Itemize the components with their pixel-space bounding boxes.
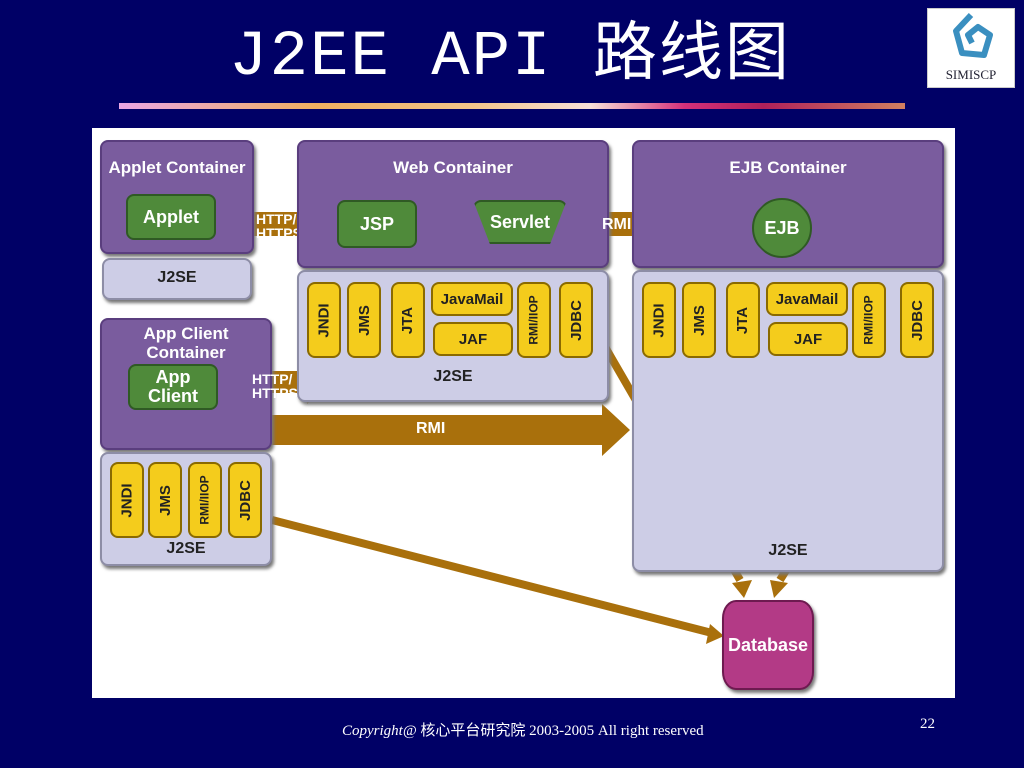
ejb-api-jdbc: JDBC (900, 282, 934, 358)
ejb-j2se: JNDI JMS JTA JavaMail JAF RMI/IIOP JDBC … (632, 270, 944, 572)
jsp-component: JSP (337, 200, 417, 248)
web-api-jaf: JAF (433, 322, 513, 356)
client-api-rmi-iiop: RMI/IIOP (188, 462, 222, 538)
app-client-j2se: JNDI JMS RMI/IIOP JDBC J2SE (100, 452, 272, 566)
applet-container-title: Applet Container (108, 158, 246, 177)
logo-text: SIMISCP (945, 67, 997, 82)
text-fragment: JDBC (236, 479, 254, 521)
text-fragment: JNDI (315, 302, 333, 338)
client-http-label: HTTP/HTTPS (252, 372, 298, 400)
ejb-api-javamail: JavaMail (766, 282, 848, 316)
web-api-javamail: JavaMail (431, 282, 513, 316)
ejb-api-jms: JMS (682, 282, 716, 358)
client-api-jms: JMS (148, 462, 182, 538)
text-fragment: JDBC (567, 299, 585, 341)
text-fragment: JAF (793, 330, 823, 348)
text-fragment: Container (146, 343, 226, 362)
ejb-api-jndi: JNDI (642, 282, 676, 358)
web-api-jdbc: JDBC (559, 282, 593, 358)
arrowhead-client-db (706, 624, 724, 644)
text-fragment: JMS (156, 484, 174, 516)
text-fragment: RMI/IIOP (862, 295, 876, 345)
client-j2se-label: J2SE (166, 540, 206, 557)
ejb-api-jaf: JAF (768, 322, 848, 356)
ejb-api-rmi-iiop: RMI/IIOP (852, 282, 886, 358)
line-client-jdbc-to-db (271, 516, 713, 637)
database-cylinder: Database (722, 600, 814, 690)
client-rmi-label: RMI (416, 420, 446, 437)
ejb-api-jta: JTA (726, 282, 760, 358)
web-rmi-label: RMI (602, 216, 632, 233)
applet-container: Applet Container Applet (100, 140, 254, 254)
arrow-client-to-ejb (257, 404, 630, 456)
title-underline (119, 103, 905, 109)
text-fragment: 核心平台研究院 2003-2005 All right reserved (416, 723, 704, 739)
text-fragment: RMI/IIOP (198, 475, 212, 525)
arrowhead-ejb-db (770, 580, 788, 598)
web-api-rmi-iiop: RMI/IIOP (517, 282, 551, 358)
text-fragment: JTA (734, 306, 752, 334)
web-j2se-label: J2SE (433, 368, 473, 385)
text-fragment: JMS (690, 304, 708, 336)
footer-copyright: Copyright@ 核心平台研究院 2003-2005 All right r… (342, 719, 704, 740)
text-fragment: HTTP/ (252, 371, 293, 387)
web-container: Web Container JSP Servlet (297, 140, 609, 268)
text-fragment: JNDI (118, 482, 136, 518)
web-container-title: Web Container (393, 158, 513, 177)
ejb-component: EJB (752, 198, 812, 258)
text-fragment: JavaMail (440, 290, 504, 308)
diagram-canvas: Applet Container Applet J2SE HTTP/HTTPS … (92, 128, 955, 698)
text-fragment: Client (147, 386, 198, 406)
simiscp-logo: SIMISCP (927, 8, 1015, 88)
arrowhead-web-db (732, 580, 752, 598)
text-fragment: JAF (458, 330, 488, 348)
web-api-jta: JTA (391, 282, 425, 358)
ejb-j2se-label: J2SE (768, 542, 808, 559)
client-api-jdbc: JDBC (228, 462, 262, 538)
applet-http-label: HTTP/HTTPS (256, 212, 302, 240)
slide-title: J2EE API 路线图 (229, 22, 791, 94)
logo-swirl-icon (953, 12, 993, 58)
ejb-container: EJB Container EJB (632, 140, 944, 268)
text-fragment: HTTP/ (256, 211, 297, 227)
applet-component: Applet (126, 194, 216, 240)
web-api-jndi: JNDI (307, 282, 341, 358)
text-fragment: JTA (399, 306, 417, 334)
text-fragment: HTTPS (252, 385, 298, 401)
text-fragment: JavaMail (775, 290, 839, 308)
web-j2se: JNDI JMS JTA JavaMail JAF RMI/IIOP JDBC … (297, 270, 609, 402)
servlet-component: Servlet (473, 200, 567, 244)
applet-j2se-label: J2SE (157, 269, 197, 286)
text-fragment: JDBC (908, 299, 926, 341)
ejb-container-title: EJB Container (729, 158, 847, 177)
text-fragment: App (155, 367, 191, 387)
web-api-jms: JMS (347, 282, 381, 358)
text-fragment: RMI/IIOP (527, 295, 541, 345)
connector-arrows (242, 200, 921, 644)
applet-j2se: J2SE (102, 258, 252, 300)
text-fragment: Copyright@ (342, 723, 417, 739)
text-fragment: App Client (143, 324, 229, 343)
text-fragment: JNDI (650, 302, 668, 338)
page-number: 22 (920, 716, 935, 732)
text-fragment: JMS (355, 304, 373, 336)
client-api-jndi: JNDI (110, 462, 144, 538)
text-fragment: HTTPS (256, 225, 302, 241)
